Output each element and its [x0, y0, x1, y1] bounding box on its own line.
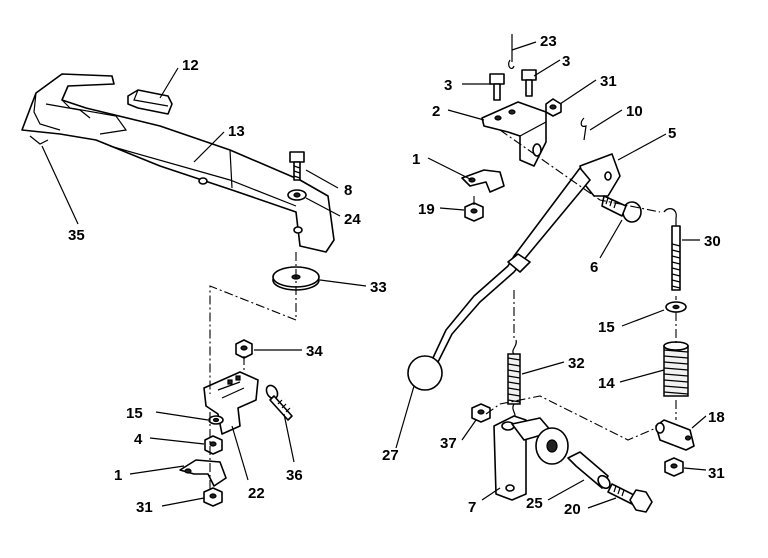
callout-5: 5: [668, 125, 676, 142]
part-25-pivot-pin: [567, 451, 611, 490]
callout-3-left: 3: [444, 77, 452, 94]
callout-31-top: 31: [600, 73, 617, 90]
callout-32: 32: [568, 355, 585, 372]
part-6-shoulder-bolt: [601, 195, 642, 223]
callout-4: 4: [134, 431, 143, 448]
part-37-nut: [471, 403, 491, 423]
part-23-cotter-pin: [508, 34, 515, 70]
callout-30: 30: [704, 233, 721, 250]
part-18-trunnion: [655, 419, 695, 451]
callout-14: 14: [598, 375, 615, 392]
part-14-spring: [663, 341, 689, 397]
part-15-washer-right: [665, 301, 687, 313]
callout-22: 22: [248, 485, 265, 502]
callout-1-right: 1: [412, 151, 420, 168]
callout-25: 25: [526, 495, 543, 512]
part-32-extension-spring: [507, 339, 521, 421]
callout-2: 2: [432, 103, 440, 120]
callout-36: 36: [286, 467, 303, 484]
part-30-threaded-rod: [663, 208, 681, 291]
part-2-mounting-bracket: [481, 101, 547, 167]
part-5-control-lever: [431, 153, 621, 363]
centerline-left-assembly: [209, 252, 297, 394]
part-15-washer-left: [208, 415, 224, 425]
callout-6: 6: [590, 259, 598, 276]
callout-37: 37: [440, 435, 457, 452]
part-36-carriage-bolt: [265, 384, 293, 421]
callout-33: 33: [370, 279, 387, 296]
callout-24: 24: [344, 211, 361, 228]
part-22-bracket: [203, 371, 259, 435]
part-4-nut: [204, 435, 223, 455]
callout-12: 12: [182, 57, 199, 74]
part-3-bolt-left: [489, 73, 505, 101]
callout-3-right: 3: [562, 53, 570, 70]
part-10-cotter-pin: [580, 117, 587, 141]
part-3-bolt-right: [521, 69, 537, 97]
callout-7: 7: [468, 499, 476, 516]
callout-20: 20: [564, 501, 581, 518]
centerline-right-a: [499, 129, 661, 213]
part-13-lever-bar: [21, 73, 335, 253]
part-1-clip-left: [179, 459, 227, 487]
callout-19: 19: [418, 201, 435, 218]
callout-1-left: 1: [114, 467, 122, 484]
part-27-knob: [407, 355, 443, 391]
callout-13: 13: [228, 123, 245, 140]
part-19-nut: [464, 202, 484, 222]
callout-labels: 12 13 35 8 24 33 34 15 4 1 31 22 36 23 3…: [68, 33, 725, 518]
callout-35: 35: [68, 227, 85, 244]
callout-34: 34: [306, 343, 323, 360]
centerline-left-stack: [209, 356, 245, 492]
part-7-pivot-bracket: [493, 415, 569, 501]
part-24-washer: [287, 189, 307, 201]
part-8-bolt: [289, 151, 305, 181]
part-31-nut-top: [545, 98, 562, 117]
callout-8: 8: [344, 182, 352, 199]
callout-23: 23: [540, 33, 557, 50]
callout-10: 10: [626, 103, 643, 120]
callout-31-left: 31: [136, 499, 153, 516]
callout-18: 18: [708, 409, 725, 426]
callout-15-right: 15: [598, 319, 615, 336]
part-12-handle-grip: [127, 89, 173, 115]
part-31-nut-left: [203, 487, 223, 507]
part-20-hex-bolt: [607, 483, 653, 513]
leader-lines: [41, 41, 707, 509]
callout-15-left: 15: [126, 405, 143, 422]
part-31-nut-right: [664, 457, 684, 477]
centerline-right-d: [485, 395, 657, 441]
callout-31-right: 31: [708, 465, 725, 482]
part-34-nut: [235, 339, 253, 359]
part-1-clip-right: [461, 169, 505, 193]
callout-27: 27: [382, 447, 399, 464]
